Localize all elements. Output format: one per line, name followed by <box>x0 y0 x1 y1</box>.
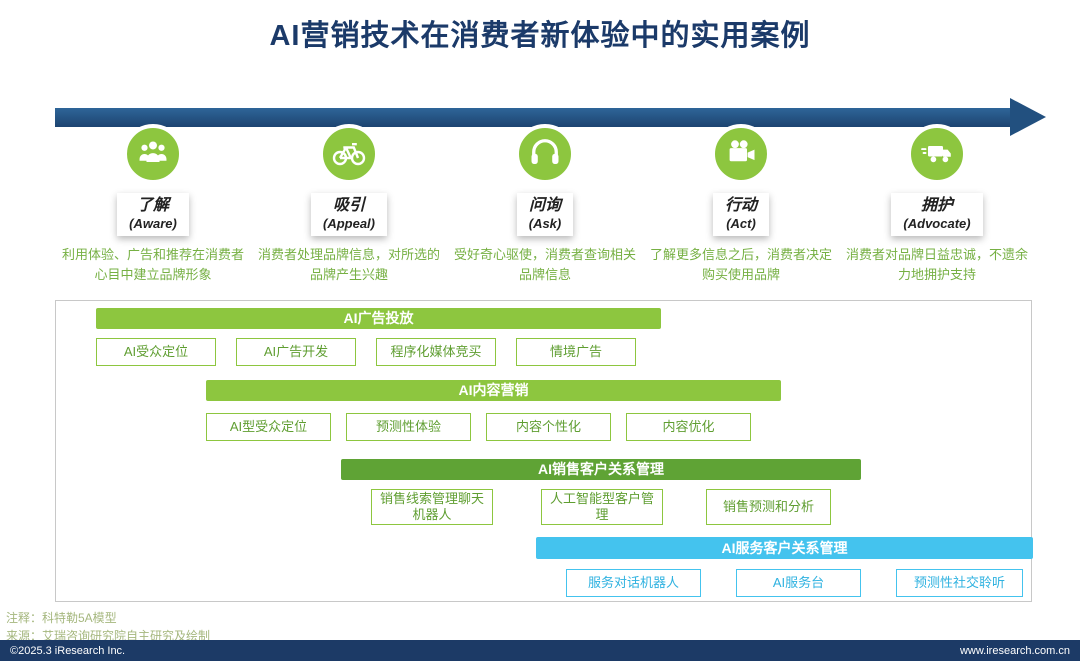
row-header-ai-advertising: AI广告投放 <box>96 308 661 329</box>
stage-label: 吸引 (Appeal) <box>311 193 387 237</box>
matrix-item: 服务对话机器人 <box>566 569 701 597</box>
row-header-ai-service-crm: AI服务客户关系管理 <box>536 537 1033 559</box>
note-source: 来源：艾瑞咨询研究院自主研究及绘制 <box>6 629 211 643</box>
stage-name-en: (Act) <box>726 216 756 231</box>
stage-name-cn: 问询 <box>528 197 561 214</box>
headphones-icon <box>527 134 563 175</box>
bicycle-icon <box>331 134 367 175</box>
footer-bar: ©2025.3 iResearch Inc. www.iresearch.com… <box>0 640 1080 661</box>
note-model: 注释：科特勒5A模型 <box>6 611 117 625</box>
stage-name-cn: 了解 <box>136 197 169 214</box>
stage-name-cn: 拥护 <box>920 197 953 214</box>
stage-description: 消费者对品牌日益忠诚，不遗余力地拥护支持 <box>845 247 1028 282</box>
ai-application-matrix: AI广告投放 AI受众定位 AI广告开发 程序化媒体竞买 情境广告 AI内容营销… <box>55 300 1033 602</box>
video-camera-icon <box>723 134 759 175</box>
page-title: AI营销技术在消费者新体验中的实用案例 <box>269 20 811 52</box>
stage-circle <box>123 124 183 184</box>
stage-description: 利用体验、广告和推荐在消费者心目中建立品牌形象 <box>61 247 244 282</box>
stage-circle <box>711 124 771 184</box>
stage-description: 消费者处理品牌信息，对所选的品牌产生兴趣 <box>257 247 440 282</box>
stage-name-en: (Appeal) <box>323 216 375 231</box>
stage-label: 行动 (Act) <box>712 193 769 237</box>
stage-name-en: (Ask) <box>528 216 562 231</box>
stage-label: 了解 (Aware) <box>117 193 189 237</box>
stage-aware: 了解 (Aware) 利用体验、广告和推荐在消费者心目中建立品牌形象 <box>55 124 251 284</box>
stage-name-en: (Aware) <box>129 216 177 231</box>
stage-name-cn: 吸引 <box>332 197 365 214</box>
footer-copyright: ©2025.3 iResearch Inc. <box>10 644 126 657</box>
row-header-ai-sales-crm: AI销售客户关系管理 <box>341 459 861 480</box>
stage-description: 了解更多信息之后，消费者决定购买使用品牌 <box>649 247 832 282</box>
matrix-item: AI服务台 <box>736 569 861 597</box>
matrix-item: 预测性社交聆听 <box>896 569 1023 597</box>
matrix-item: 情境广告 <box>516 338 636 366</box>
stage-act: 行动 (Act) 了解更多信息之后，消费者决定购买使用品牌 <box>643 124 839 284</box>
journey-arrow <box>55 108 1010 127</box>
stage-circle <box>515 124 575 184</box>
group-people-icon <box>136 135 170 174</box>
matrix-item: 预测性体验 <box>346 413 471 441</box>
stage-label: 拥护 (Advocate) <box>891 193 983 237</box>
matrix-item: 人工智能型客户管理 <box>541 489 663 525</box>
matrix-item: AI广告开发 <box>236 338 356 366</box>
stage-description: 受好奇心驱使，消费者查询相关品牌信息 <box>453 247 636 282</box>
matrix-item: 内容个性化 <box>486 413 611 441</box>
matrix-item: 程序化媒体竞买 <box>376 338 496 366</box>
stage-name-en: (Advocate) <box>903 216 971 231</box>
stage-name-cn: 行动 <box>724 197 757 214</box>
stage-circle <box>907 124 967 184</box>
stage-appeal: 吸引 (Appeal) 消费者处理品牌信息，对所选的品牌产生兴趣 <box>251 124 447 284</box>
footer-website: www.iresearch.com.cn <box>959 644 1070 657</box>
stage-circle <box>319 124 379 184</box>
journey-arrow-head <box>1010 98 1046 136</box>
matrix-item: AI受众定位 <box>96 338 216 366</box>
stage-advocate: 拥护 (Advocate) 消费者对品牌日益忠诚，不遗余力地拥护支持 <box>839 124 1035 284</box>
matrix-item: 销售预测和分析 <box>706 489 831 525</box>
matrix-item: AI型受众定位 <box>206 413 331 441</box>
stage-ask: 问询 (Ask) 受好奇心驱使，消费者查询相关品牌信息 <box>447 124 643 284</box>
row-header-ai-content-marketing: AI内容营销 <box>206 380 781 401</box>
matrix-item: 销售线索管理聊天机器人 <box>371 489 493 525</box>
stage-label: 问询 (Ask) <box>516 193 574 237</box>
matrix-item: 内容优化 <box>626 413 751 441</box>
delivery-truck-icon <box>919 134 955 175</box>
